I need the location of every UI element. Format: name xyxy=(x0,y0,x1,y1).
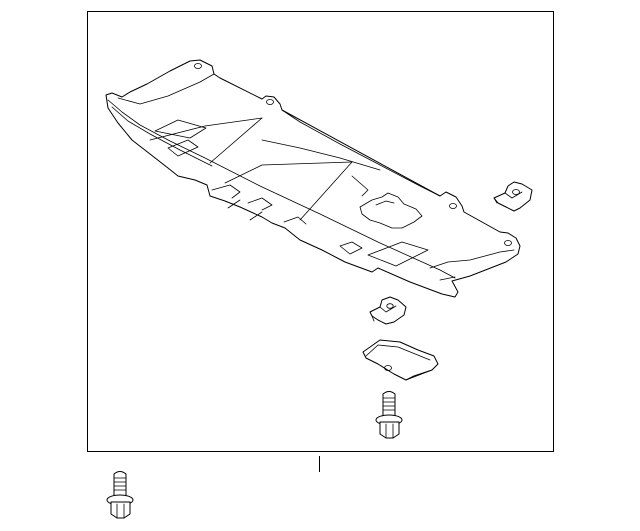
retainer-clip-upper-right[interactable] xyxy=(493,181,533,212)
flange-bolt-inside-frame[interactable] xyxy=(375,391,403,439)
splash-shield[interactable] xyxy=(105,59,521,298)
mounting-bracket[interactable] xyxy=(362,339,439,381)
flange-bolt-outside-frame[interactable] xyxy=(106,471,134,519)
retainer-clip-middle[interactable] xyxy=(369,296,407,325)
